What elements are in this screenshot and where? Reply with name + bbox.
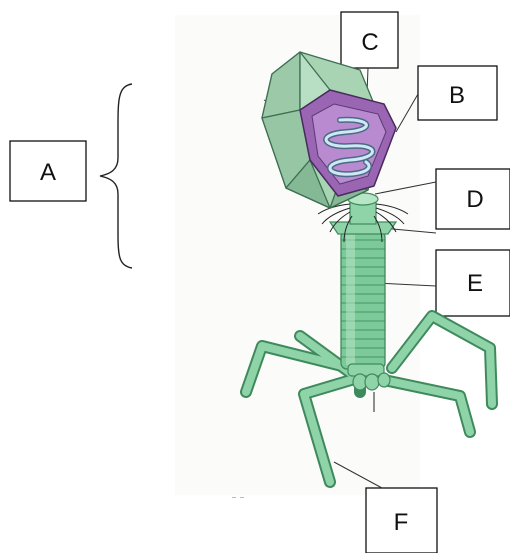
stray-marks (232, 497, 244, 498)
label-c-text: C (361, 29, 378, 56)
label-d-text: D (466, 186, 483, 213)
label-a: A (10, 141, 86, 201)
label-e-text: E (467, 270, 483, 297)
head-bracket (100, 84, 132, 268)
label-f: F (366, 488, 437, 553)
label-b-text: B (449, 82, 465, 109)
label-c: C (341, 12, 398, 68)
label-b: B (418, 66, 497, 120)
label-a-text: A (40, 159, 56, 186)
label-d: D (436, 169, 510, 229)
label-f-text: F (394, 509, 409, 536)
tail-sheath (341, 231, 385, 369)
label-e: E (436, 250, 510, 316)
